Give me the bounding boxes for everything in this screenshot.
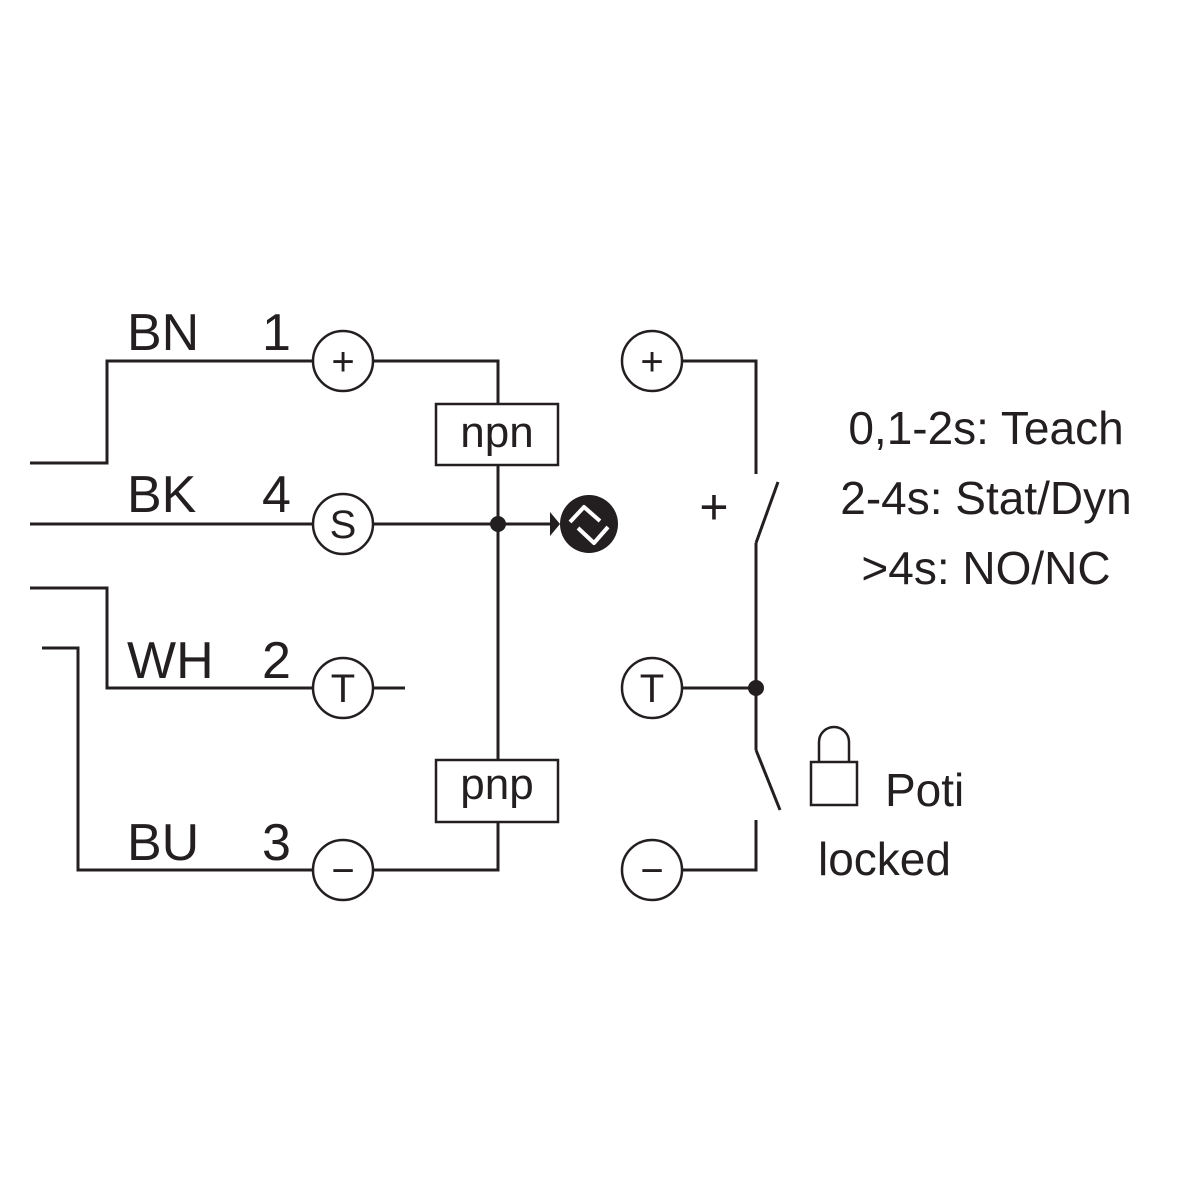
wire-label-bk-pin: 4 — [262, 466, 291, 524]
cable-lead-bu — [42, 646, 313, 872]
junction-dot — [490, 516, 506, 532]
terminal-minus-left — [311, 838, 375, 902]
terminal-plus-right — [620, 329, 684, 393]
wire-label-wh-color: WH — [127, 632, 214, 690]
terminal-signal — [311, 492, 375, 556]
poti-label: Poti — [885, 764, 964, 816]
wire-label-bk-color: BK — [127, 466, 197, 524]
teach-mode-line-3: >4s: NO/NC — [861, 542, 1110, 594]
wire-right-plus — [683, 359, 758, 474]
wire-label-bn-pin: 1 — [262, 304, 291, 362]
npn-box — [434, 402, 560, 467]
terminal-minus-right — [620, 838, 684, 902]
terminal-minus-right-symbol: − — [640, 849, 663, 893]
npn-label: npn — [460, 408, 533, 457]
terminal-teach-left — [311, 656, 375, 720]
switch-poti-contact — [754, 749, 782, 811]
terminal-plus-left-symbol: + — [331, 340, 354, 384]
terminal-plus-right-symbol: + — [640, 340, 663, 384]
terminal-minus-left-symbol: − — [331, 849, 354, 893]
switch-teach-contact — [754, 481, 780, 544]
teach-mode-line-1: 0,1-2s: Teach — [848, 402, 1123, 454]
terminal-teach-left-symbol: T — [331, 667, 355, 711]
terminal-signal-symbol: S — [330, 503, 357, 547]
wire-label-wh-pin: 2 — [262, 632, 291, 690]
wire-label-bu-pin: 3 — [262, 814, 291, 872]
wire-label-bn-color: BN — [127, 304, 199, 362]
pnp-box — [434, 758, 560, 824]
wire-label-bu-color: BU — [127, 814, 199, 872]
teach-mode-line-2: 2-4s: Stat/Dyn — [840, 472, 1131, 524]
wire-plus-to-npn — [374, 359, 500, 404]
terminal-plus-left — [311, 329, 375, 393]
padlock-icon — [809, 725, 859, 807]
terminal-teach-right — [620, 656, 684, 720]
junction-dot-right — [748, 680, 764, 696]
wire-pnp-to-minus — [374, 822, 500, 872]
wire-right-minus — [683, 820, 758, 872]
cable-lead-wh — [30, 586, 313, 690]
sensor-icon — [550, 495, 618, 553]
terminal-teach-right-symbol: T — [640, 667, 664, 711]
poti-locked-label: locked — [818, 833, 951, 885]
cable-lead-bn — [30, 359, 313, 465]
switch-plus-label: + — [699, 479, 728, 535]
pnp-label: pnp — [460, 760, 533, 809]
